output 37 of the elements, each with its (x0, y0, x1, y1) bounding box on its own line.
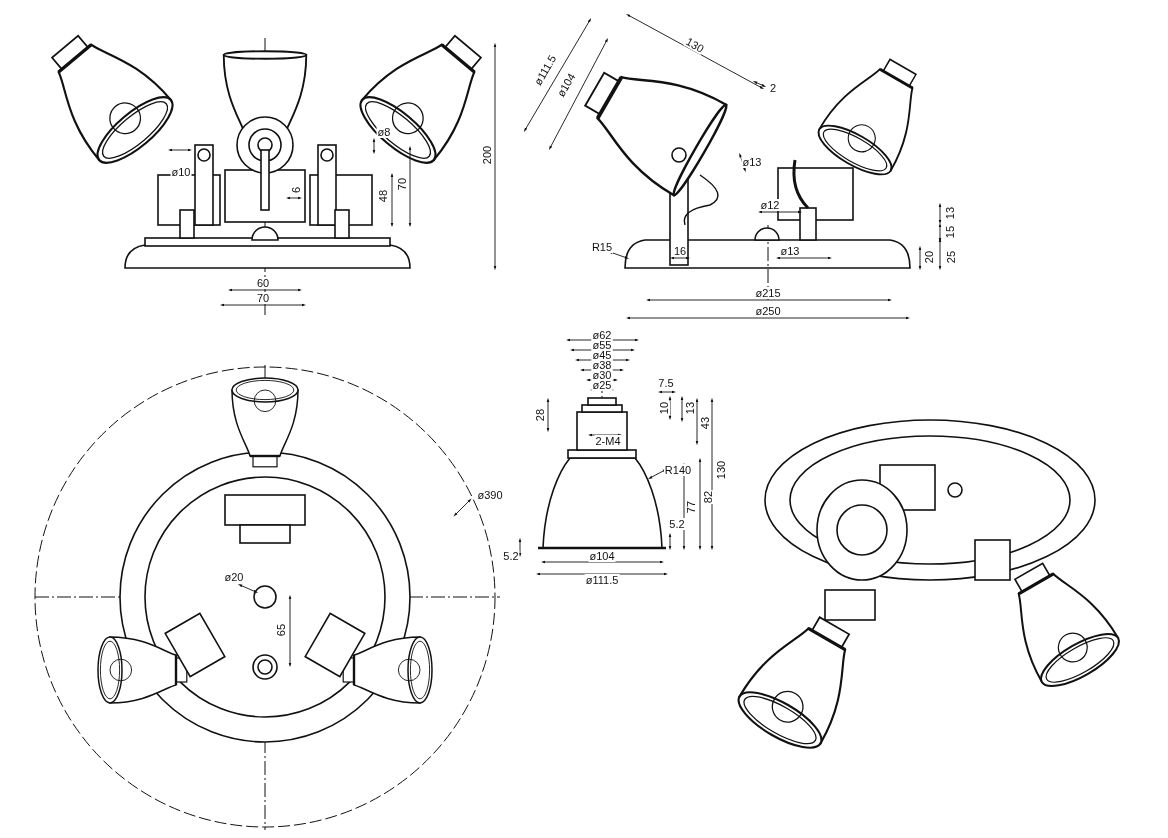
dimension-label: 77 (685, 499, 697, 515)
dimension-label: R140 (663, 464, 693, 476)
dimension-label: 5.2 (668, 518, 686, 530)
dimension-label: 70 (396, 176, 408, 192)
dimension-label: 130 (715, 459, 727, 481)
dimension-label: ø104 (588, 550, 616, 562)
dimension-label: ø8 (376, 126, 392, 138)
dimension-label: ø20 (223, 571, 245, 583)
dimension-label: 20 (923, 249, 935, 265)
dimension-label: 2 (768, 82, 778, 94)
dimension-label: ø13 (779, 245, 801, 257)
dimension-label: 60 (255, 277, 271, 289)
dimension-label: 82 (702, 489, 714, 505)
dimension-label: R15 (590, 241, 614, 253)
dimension-label: ø250 (754, 305, 782, 317)
dimension-label: 43 (699, 415, 711, 431)
dimension-label: 70 (255, 292, 271, 304)
dimension-label: 15 (944, 224, 956, 240)
dimension-label: 25 (945, 249, 957, 265)
dimension-label: 10 (658, 400, 670, 416)
dimension-label: 7.5 (657, 377, 675, 389)
dimension-label: ø13 (741, 156, 763, 168)
dimension-label: ø111.5 (584, 574, 620, 586)
dimension-label: 16 (672, 245, 688, 257)
dimension-label: ø12 (759, 199, 781, 211)
dimension-label: 48 (377, 188, 389, 204)
dimension-label: ø10 (170, 166, 192, 178)
dimension-label: ø25 (591, 379, 613, 391)
dimension-label: ø215 (754, 287, 782, 299)
dimension-label: 6 (290, 185, 302, 195)
dimension-label: 28 (534, 407, 546, 423)
dimension-label: 13 (684, 400, 696, 416)
dimension-label: 2-M4 (594, 435, 622, 447)
dimension-label: 13 (944, 205, 956, 221)
dimension-label: 5.2 (502, 550, 520, 562)
dimension-label: ø390 (476, 489, 504, 501)
dimension-label: 200 (481, 144, 493, 166)
